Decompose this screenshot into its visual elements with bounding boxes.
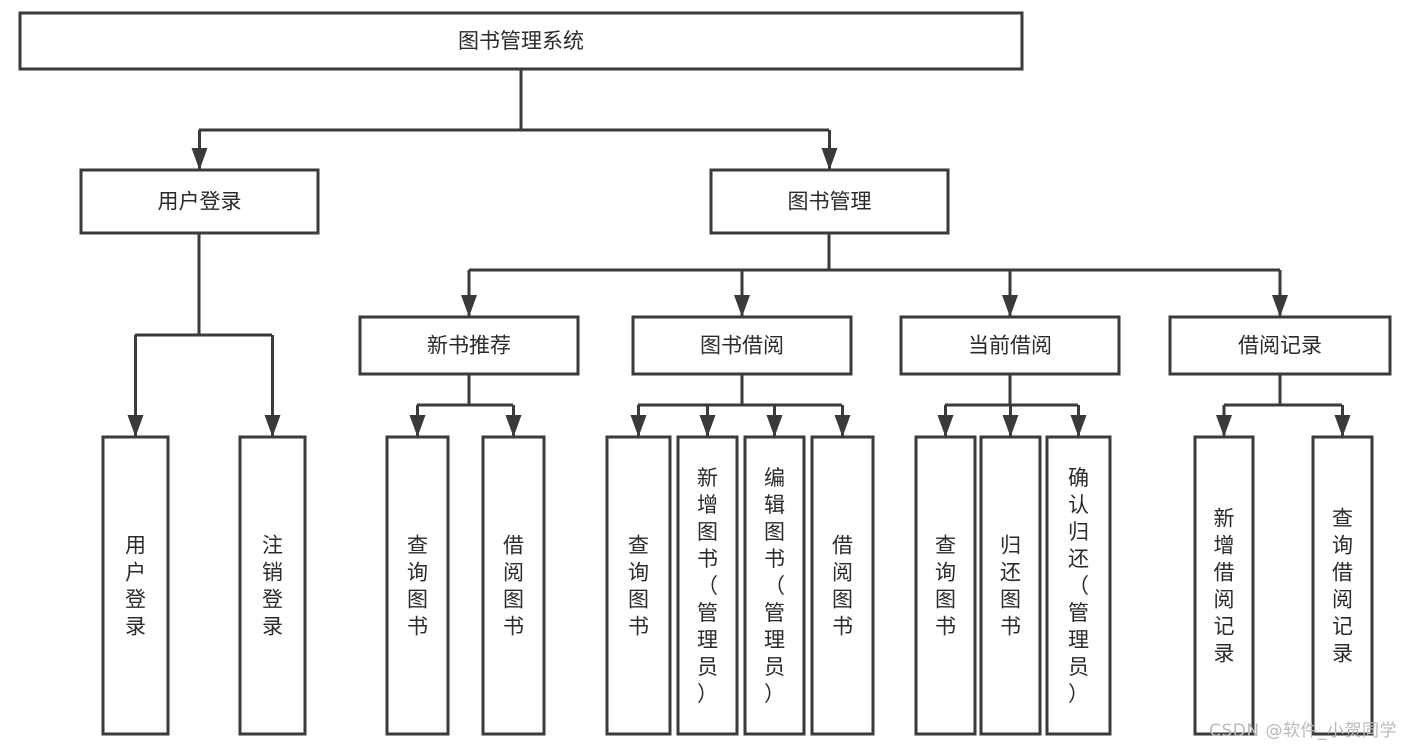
node-leaf-cur-return[interactable]: 归还图书 — [979, 435, 1042, 736]
node-box — [101, 435, 170, 736]
arrow-head-icon — [1002, 415, 1019, 437]
node-box — [979, 435, 1042, 736]
node-label: 查询图书 — [407, 534, 428, 639]
node-leaf-new-borrow[interactable]: 借阅图书 — [481, 435, 546, 736]
arrow-head-icon — [734, 295, 750, 317]
connector-layer — [127, 69, 1351, 437]
arrow-head-icon — [1070, 415, 1087, 437]
node-box — [238, 435, 307, 736]
node-label: 图书管理系统 — [458, 29, 584, 53]
arrow-head-icon — [264, 415, 281, 437]
node-label: 查询借阅记录 — [1332, 507, 1353, 666]
node-label: 借阅图书 — [503, 534, 524, 639]
arrow-head-icon — [834, 415, 851, 437]
node-label: 编辑图书（管理员） — [764, 466, 785, 706]
node-box — [1193, 435, 1255, 736]
node-label: 当前借阅 — [968, 334, 1052, 358]
node-leaf-user-login[interactable]: 用户登录 — [101, 435, 170, 736]
arrow-head-icon — [409, 415, 426, 437]
node-box — [914, 435, 977, 736]
arrow-head-icon — [1272, 295, 1288, 317]
node-label: 新书推荐 — [427, 334, 511, 358]
node-label: 查询图书 — [935, 534, 956, 639]
node-label: 确认归还（管理员） — [1068, 466, 1089, 706]
node-records[interactable]: 借阅记录 — [1168, 315, 1392, 376]
node-box — [79, 168, 320, 235]
node-leaf-cur-confirm[interactable]: 确认归还（管理员） — [1045, 435, 1112, 736]
node-label: 图书管理 — [788, 190, 872, 214]
arrow-head-icon — [1002, 295, 1018, 317]
node-label: 新增图书（管理员） — [697, 466, 718, 706]
node-box — [1168, 315, 1392, 376]
node-box — [481, 435, 546, 736]
node-current[interactable]: 当前借阅 — [899, 315, 1121, 376]
arrow-head-icon — [505, 415, 522, 437]
node-leaf-borrow-edit[interactable]: 编辑图书（管理员） — [743, 435, 806, 736]
node-leaf-rec-add[interactable]: 新增借阅记录 — [1193, 435, 1255, 736]
node-box — [810, 435, 875, 736]
arrow-head-icon — [1334, 415, 1351, 437]
node-label: 借阅图书 — [832, 534, 853, 639]
arrow-head-icon — [1216, 415, 1232, 437]
node-leaf-borrow-do[interactable]: 借阅图书 — [810, 435, 875, 736]
node-leaf-cur-query[interactable]: 查询图书 — [914, 435, 977, 736]
node-leaf-borrow-add[interactable]: 新增图书（管理员） — [676, 435, 739, 736]
node-box — [676, 435, 739, 736]
node-box — [358, 315, 580, 376]
node-label: 图书借阅 — [700, 334, 784, 358]
watermark-label: CSDN @软件_小贺同学 — [1209, 721, 1397, 741]
node-label: 借阅记录 — [1238, 334, 1322, 358]
node-box — [709, 168, 950, 235]
node-box — [1311, 435, 1374, 736]
node-box — [1045, 435, 1112, 736]
arrow-head-icon — [937, 415, 954, 437]
node-leaf-rec-query[interactable]: 查询借阅记录 — [1311, 435, 1374, 736]
arrow-head-icon — [191, 148, 208, 170]
node-box — [605, 435, 672, 736]
arrow-head-icon — [766, 415, 783, 437]
node-bookmgmt[interactable]: 图书管理 — [709, 168, 950, 235]
node-leaf-borrow-query[interactable]: 查询图书 — [605, 435, 672, 736]
node-newbook[interactable]: 新书推荐 — [358, 315, 580, 376]
arrow-head-icon — [461, 295, 477, 317]
node-label: 用户登录 — [125, 534, 146, 639]
node-login[interactable]: 用户登录 — [79, 168, 320, 235]
node-box — [18, 11, 1024, 71]
arrow-head-icon — [127, 415, 144, 437]
node-box — [385, 435, 450, 736]
node-label: 注销登录 — [262, 534, 283, 639]
node-box — [631, 315, 853, 376]
node-label: 查询图书 — [628, 534, 649, 639]
node-box — [899, 315, 1121, 376]
arrow-head-icon — [630, 415, 647, 437]
node-label: 新增借阅记录 — [1214, 507, 1235, 666]
node-layer: 图书管理系统用户登录图书管理新书推荐图书借阅当前借阅借阅记录用户登录注销登录查询… — [18, 11, 1392, 736]
node-box — [743, 435, 806, 736]
node-borrow[interactable]: 图书借阅 — [631, 315, 853, 376]
node-label: 用户登录 — [158, 190, 242, 214]
node-leaf-new-query[interactable]: 查询图书 — [385, 435, 450, 736]
node-leaf-user-logout[interactable]: 注销登录 — [238, 435, 307, 736]
node-root[interactable]: 图书管理系统 — [18, 11, 1024, 71]
arrow-head-icon — [699, 415, 716, 437]
node-label: 归还图书 — [1000, 534, 1021, 639]
arrow-head-icon — [821, 148, 838, 170]
